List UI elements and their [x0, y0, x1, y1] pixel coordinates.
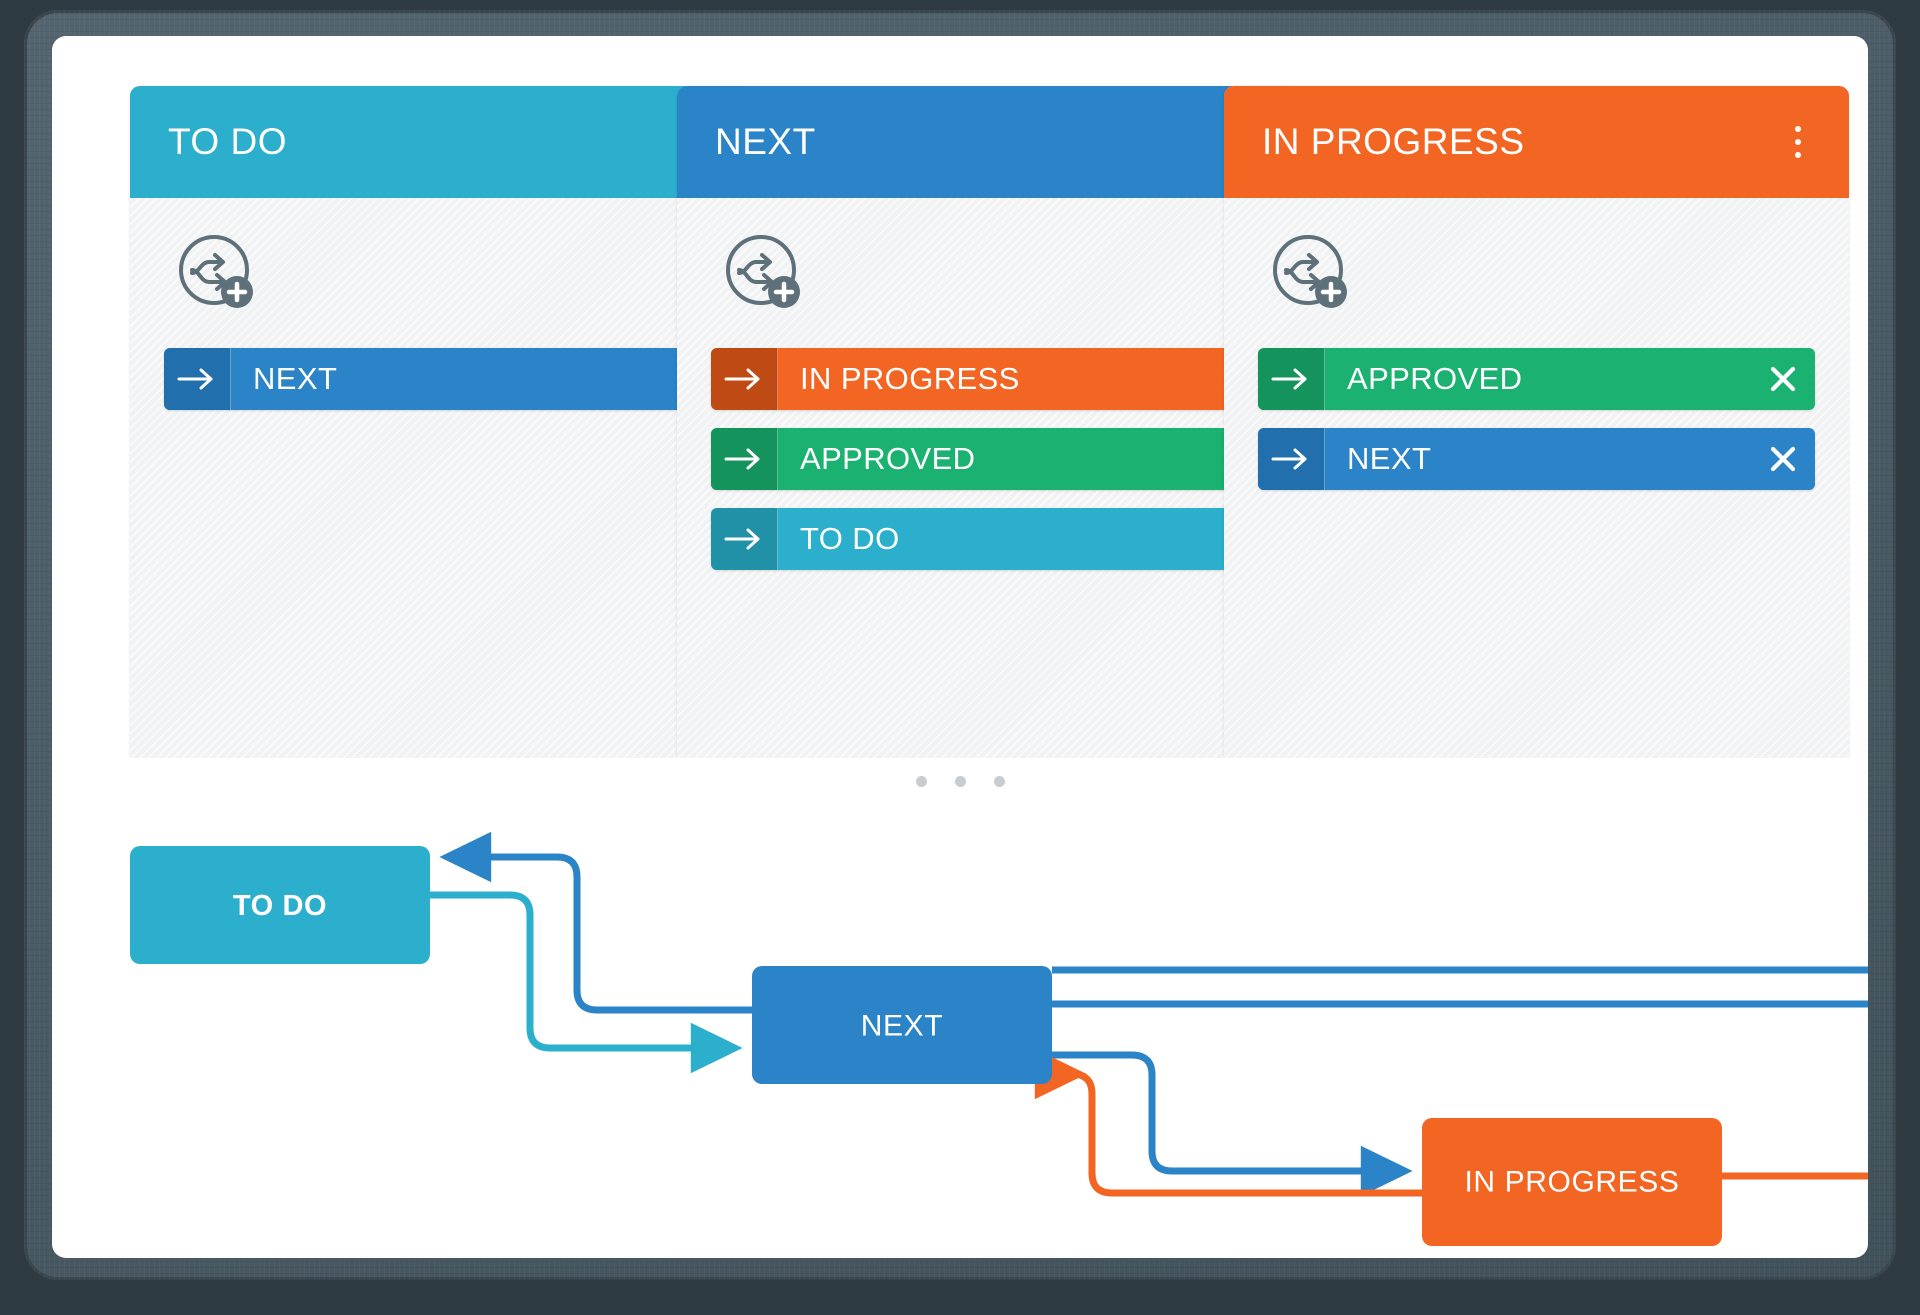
column-body-next: IN PROGRESS APPROVED TO DO	[677, 198, 1302, 758]
column-body-in-progress: APPROVED NEXT	[1224, 198, 1849, 758]
transition-target-label: APPROVED	[800, 441, 976, 476]
column-title: NEXT	[715, 121, 816, 162]
transition-chip[interactable]: APPROVED	[711, 428, 1268, 490]
edge-next-to-todo	[439, 831, 752, 1014]
transition-target-label: IN PROGRESS	[800, 361, 1020, 396]
close-icon[interactable]	[1751, 348, 1815, 410]
transition-target-label: TO DO	[800, 521, 900, 556]
diagram-node-to-do[interactable]: TO DO	[130, 846, 430, 964]
edge-inprogress-to-next	[1034, 1048, 1422, 1197]
diagram-node-label: TO DO	[233, 890, 327, 922]
status-column-in-progress: IN PROGRESS APPROVED NEXT	[1224, 86, 1849, 758]
edge-next-to-inprogress	[1052, 1051, 1413, 1197]
column-header-in-progress: IN PROGRESS	[1224, 86, 1849, 198]
pagination-dot[interactable]	[993, 776, 1005, 787]
arrow-right-icon	[711, 508, 778, 570]
carousel-pagination[interactable]	[52, 776, 1868, 787]
transition-target-label: APPROVED	[1347, 361, 1523, 396]
diagram-node-next[interactable]: NEXT	[752, 966, 1052, 1084]
kebab-menu-icon[interactable]	[1781, 120, 1815, 164]
edge-todo-to-next	[430, 891, 743, 1074]
add-transition-icon[interactable]	[1266, 228, 1358, 320]
status-column-to-do: TO DO NEXT	[130, 86, 755, 758]
transition-chip[interactable]: IN PROGRESS	[711, 348, 1268, 410]
diagram-nodes: TO DO NEXT IN PROGRESS	[130, 846, 1722, 1246]
status-column-next: NEXT IN PROGRESS APPROVED TO DO	[677, 86, 1302, 758]
workflow-diagram: TO DO NEXT IN PROGRESS	[52, 798, 1868, 1258]
column-title: IN PROGRESS	[1262, 121, 1525, 162]
pagination-dot[interactable]	[954, 776, 966, 787]
status-columns-board: TO DO NEXT NEXT IN PROGRESS APPROVED TO …	[52, 36, 1868, 758]
arrow-right-icon	[1258, 348, 1325, 410]
transition-target-label: NEXT	[253, 361, 338, 396]
arrow-right-icon	[1258, 428, 1325, 490]
arrow-right-icon	[164, 348, 231, 410]
pagination-dot[interactable]	[915, 776, 927, 787]
diagram-node-in-progress[interactable]: IN PROGRESS	[1422, 1118, 1722, 1246]
add-transition-icon[interactable]	[172, 228, 264, 320]
column-header-to-do: TO DO	[130, 86, 755, 198]
add-transition-icon[interactable]	[719, 228, 811, 320]
transition-chip[interactable]: NEXT	[164, 348, 721, 410]
device-bezel: TO DO NEXT NEXT IN PROGRESS APPROVED TO …	[24, 10, 1896, 1280]
transition-target-label: NEXT	[1347, 441, 1432, 476]
transition-chip[interactable]: TO DO	[711, 508, 1268, 570]
diagram-node-label: NEXT	[861, 1010, 943, 1043]
close-icon[interactable]	[1751, 428, 1815, 490]
app-screen: TO DO NEXT NEXT IN PROGRESS APPROVED TO …	[52, 36, 1868, 1258]
arrow-right-icon	[711, 428, 778, 490]
transition-chip[interactable]: APPROVED	[1258, 348, 1815, 410]
column-header-next: NEXT	[677, 86, 1302, 198]
column-title: TO DO	[168, 121, 287, 162]
arrow-right-icon	[711, 348, 778, 410]
column-body-to-do: NEXT	[130, 198, 755, 758]
diagram-node-label: IN PROGRESS	[1465, 1166, 1680, 1199]
transition-chip[interactable]: NEXT	[1258, 428, 1815, 490]
